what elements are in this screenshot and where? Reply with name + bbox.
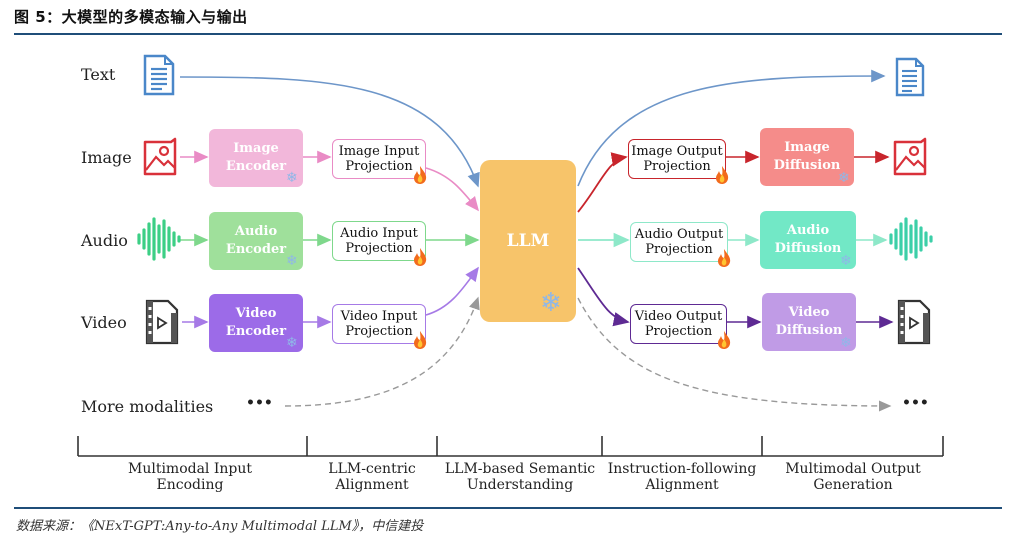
- stage-caption-input-encoding: Multimodal Input Encoding: [127, 461, 253, 493]
- image-modality-label: Image: [81, 148, 132, 167]
- image-diffusion-box: Image Diffusion: [760, 128, 854, 186]
- audio-diffusion-box: Audio Diffusion: [760, 211, 856, 269]
- audio-input-projection-box: Audio Input Projection: [332, 221, 426, 261]
- llm-to-image-output-connector: [577, 152, 628, 213]
- text-input-connector: [179, 76, 480, 188]
- output-video-file-icon: [897, 299, 931, 345]
- audio-diffusion-label: Audio Diffusion: [774, 223, 842, 256]
- audio-encoder-box: Audio Encoder: [209, 212, 303, 270]
- image-projection-to-llm-connector: [425, 167, 479, 212]
- audio-output-projection-label: Audio Output Projection: [634, 227, 724, 257]
- image-icon: [143, 137, 177, 176]
- text-output-connector: [577, 69, 886, 187]
- audio-input-projection-label: Audio Input Projection: [340, 226, 418, 256]
- more-output-connector: [577, 297, 892, 412]
- more-input-ellipsis: •••: [246, 395, 273, 411]
- llm-frozen-snowflake-icon: ❄: [540, 288, 562, 318]
- top-rule: [14, 33, 1002, 35]
- video-diffusion-box: Video Diffusion: [762, 293, 856, 351]
- stage-bracket: [77, 436, 944, 457]
- video-input-projection-box: Video Input Projection: [332, 304, 426, 344]
- output-audio-waveform-icon: [889, 217, 933, 261]
- audio-waveform-icon: [137, 217, 181, 261]
- frozen-snowflake-icon: ❄: [840, 253, 852, 269]
- llm-box: LLM: [480, 160, 576, 322]
- audio-modality-label: Audio: [81, 231, 128, 250]
- image-encoder-box: Image Encoder: [209, 129, 303, 187]
- image-output-projection-label: Image Output Projection: [631, 144, 723, 174]
- trainable-flame-icon: [414, 166, 427, 184]
- audio-output-projection-box: Audio Output Projection: [630, 222, 728, 262]
- video-encoder-label: Video Encoder: [225, 306, 287, 339]
- output-document-icon: [895, 57, 925, 97]
- frozen-snowflake-icon: ❄: [286, 335, 298, 351]
- audio-encoder-label: Audio Encoder: [225, 224, 287, 257]
- frozen-snowflake-icon: ❄: [840, 335, 852, 351]
- video-encoder-box: Video Encoder: [209, 294, 303, 352]
- image-input-projection-label: Image Input Projection: [338, 144, 420, 174]
- frozen-snowflake-icon: ❄: [286, 170, 298, 186]
- image-output-projection-box: Image Output Projection: [628, 139, 726, 179]
- text-modality-label: Text: [81, 65, 116, 84]
- more-modalities-label: More modalities: [81, 397, 214, 416]
- document-icon: [143, 54, 175, 96]
- trainable-flame-icon: [414, 248, 427, 266]
- image-encoder-label: Image Encoder: [225, 141, 287, 174]
- trainable-flame-icon: [718, 249, 731, 267]
- llm-label: LLM: [506, 231, 550, 251]
- image-input-projection-box: Image Input Projection: [332, 139, 426, 179]
- video-diffusion-label: Video Diffusion: [775, 305, 843, 338]
- trainable-flame-icon: [716, 166, 729, 184]
- bottom-rule: [14, 507, 1002, 509]
- stage-caption-llm-alignment: LLM-centric Alignment: [328, 461, 416, 493]
- video-input-projection-label: Video Input Projection: [340, 309, 418, 339]
- video-output-projection-label: Video Output Projection: [634, 309, 723, 339]
- image-diffusion-label: Image Diffusion: [773, 140, 841, 173]
- llm-to-video-output-connector: [577, 267, 630, 327]
- stage-caption-output-generation: Multimodal Output Generation: [785, 461, 921, 493]
- source-note: 数据来源：《NExT-GPT:Any-to-Any Multimodal LLM…: [16, 519, 424, 534]
- stage-caption-instruction-alignment: Instruction-following Alignment: [607, 461, 757, 493]
- output-image-icon: [893, 137, 927, 176]
- more-input-connector: [284, 296, 480, 407]
- video-output-projection-box: Video Output Projection: [630, 304, 727, 344]
- stage-caption-semantic-understanding: LLM-based Semantic Understanding: [444, 461, 596, 493]
- video-modality-label: Video: [81, 313, 127, 332]
- frozen-snowflake-icon: ❄: [286, 253, 298, 269]
- more-output-ellipsis: •••: [902, 395, 929, 411]
- figure-title: 图 5：大模型的多模态输入与输出: [14, 8, 248, 26]
- video-file-icon: [145, 299, 179, 345]
- frozen-snowflake-icon: ❄: [838, 170, 850, 186]
- trainable-flame-icon: [718, 331, 731, 349]
- trainable-flame-icon: [414, 331, 427, 349]
- video-projection-to-llm-connector: [425, 266, 479, 316]
